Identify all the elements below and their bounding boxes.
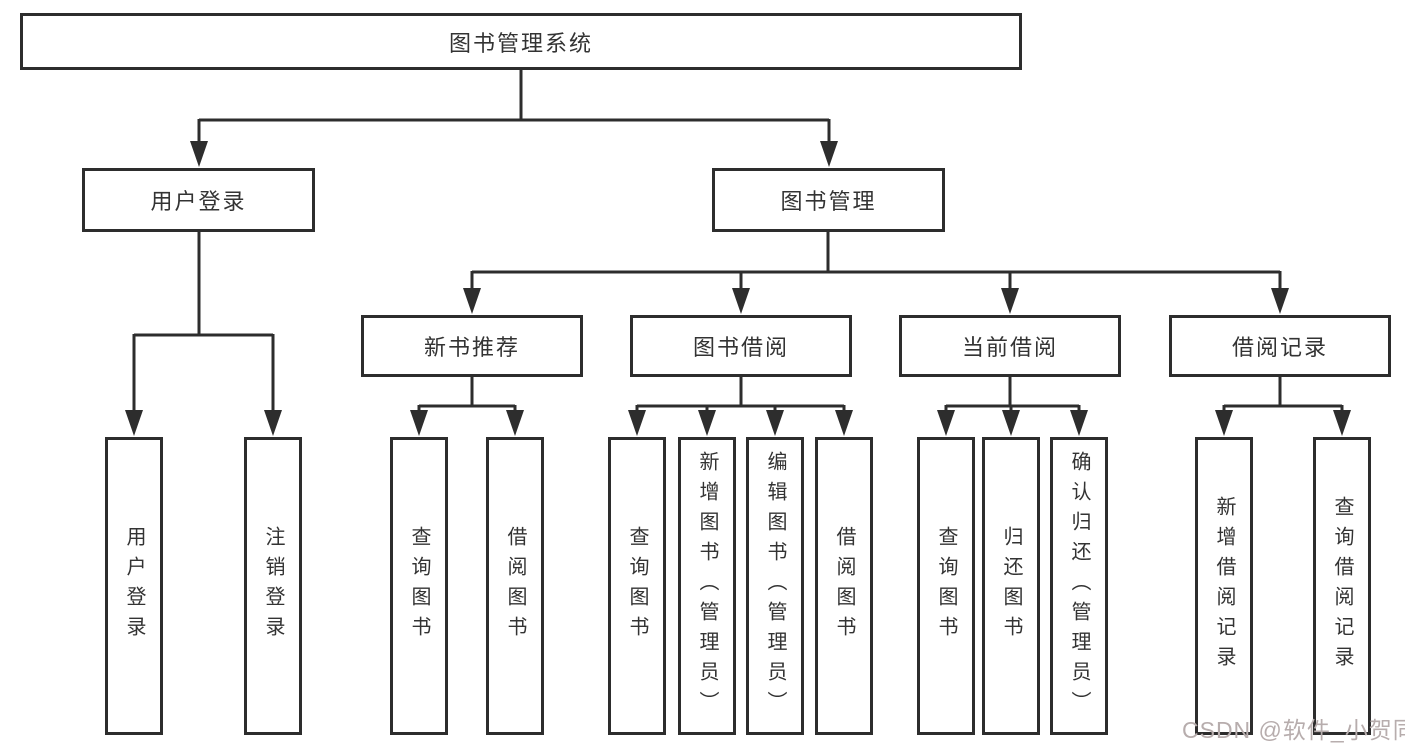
leaf-borrow-books-1: 借阅图书 <box>486 437 544 735</box>
arrowhead-icon <box>628 410 646 436</box>
arrowhead-icon <box>1001 288 1019 314</box>
node-borrow-records: 借阅记录 <box>1169 315 1391 377</box>
arrowhead-icon <box>698 410 716 436</box>
arrowhead-icon <box>1215 410 1233 436</box>
arrowhead-icon <box>125 410 143 436</box>
arrowhead-icon <box>506 410 524 436</box>
leaf-borrow-books-2: 借阅图书 <box>815 437 873 735</box>
node-current-borrow: 当前借阅 <box>899 315 1121 377</box>
arrowhead-icon <box>937 410 955 436</box>
arrowhead-icon <box>820 141 838 167</box>
node-library-system: 图书管理系统 <box>20 13 1022 70</box>
leaf-logout: 注销登录 <box>244 437 302 735</box>
csdn-watermark: CSDN @软件_小贺同学 <box>1182 717 1405 743</box>
node-new-book-recommend: 新书推荐 <box>361 315 583 377</box>
leaf-confirm-return-admin: 确认归还（管理员） <box>1050 437 1108 735</box>
arrowhead-icon <box>1002 410 1020 436</box>
arrowhead-icon <box>1271 288 1289 314</box>
leaf-add-books-admin: 新增图书（管理员） <box>678 437 736 735</box>
arrowhead-icon <box>835 410 853 436</box>
arrowhead-icon <box>264 410 282 436</box>
arrowhead-icon <box>766 410 784 436</box>
node-book-management-branch: 图书管理 <box>712 168 945 232</box>
arrowhead-icon <box>1333 410 1351 436</box>
leaf-query-books-1: 查询图书 <box>390 437 448 735</box>
arrowhead-icon <box>732 288 750 314</box>
leaf-return-books: 归还图书 <box>982 437 1040 735</box>
leaf-query-books-3: 查询图书 <box>917 437 975 735</box>
leaf-query-books-2: 查询图书 <box>608 437 666 735</box>
leaf-add-borrow-record: 新增借阅记录 <box>1195 437 1253 735</box>
arrowhead-group <box>125 141 1351 436</box>
arrowhead-icon <box>463 288 481 314</box>
node-book-borrow: 图书借阅 <box>630 315 852 377</box>
arrowhead-icon <box>190 141 208 167</box>
arrowhead-icon <box>410 410 428 436</box>
node-user-login-branch: 用户登录 <box>82 168 315 232</box>
leaf-user-login: 用户登录 <box>105 437 163 735</box>
arrowhead-icon <box>1070 410 1088 436</box>
leaf-query-borrow-record: 查询借阅记录 <box>1313 437 1371 735</box>
leaf-edit-books-admin: 编辑图书（管理员） <box>746 437 804 735</box>
